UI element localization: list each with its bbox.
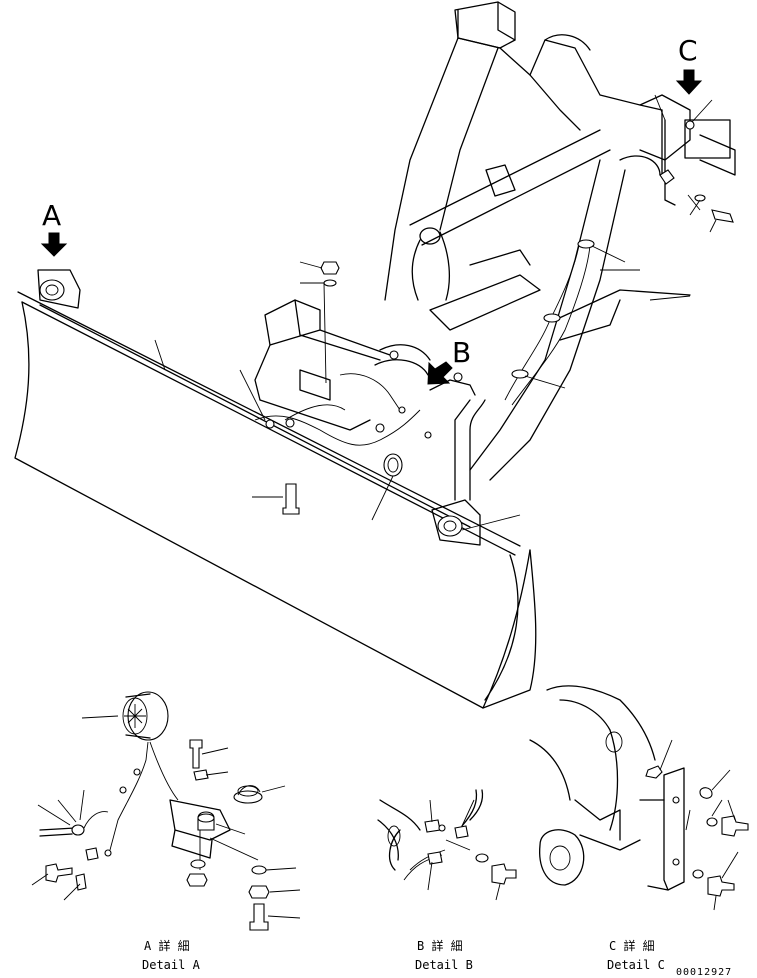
- marker-c-label: C: [678, 34, 698, 67]
- detail-a-caption-jp: A 詳 細: [144, 938, 190, 953]
- washer-icon: [323, 279, 337, 287]
- bolt-icon: [249, 903, 269, 931]
- machine-frame: [384, 1, 736, 481]
- detail-c-caption-en: Detail C: [607, 958, 665, 972]
- marker-a: A: [40, 199, 68, 257]
- washer-icon: [706, 817, 718, 827]
- detail-a: [31, 691, 301, 931]
- marker-b-label: B: [452, 336, 471, 369]
- washer-icon: [475, 853, 489, 863]
- bolt-icon: [45, 863, 73, 883]
- detail-b-caption-jp: B 詳 細: [417, 938, 463, 953]
- marker-a-label: A: [42, 199, 61, 232]
- captions: A 詳 細 Detail A B 詳 細 Detail B C 詳 細 Deta…: [142, 938, 732, 978]
- bolt-icon: [282, 483, 300, 515]
- nut-icon: [645, 765, 663, 779]
- detail-b: [377, 789, 517, 901]
- detail-c: [529, 685, 749, 911]
- washer-icon: [251, 865, 267, 875]
- marker-c: C: [675, 34, 703, 95]
- detail-b-caption-en: Detail B: [415, 958, 473, 972]
- arrow-down-icon: [675, 69, 703, 95]
- blade: [14, 269, 537, 709]
- bolt-icon: [491, 863, 517, 885]
- detail-c-caption-jp: C 詳 細: [609, 938, 655, 953]
- nut-icon: [248, 885, 270, 899]
- leader-lines-main: [154, 94, 713, 531]
- nut-icon: [186, 873, 208, 887]
- main-c-fasteners: [659, 169, 734, 233]
- bolt-icon: [189, 739, 203, 769]
- document-number: 00012927: [676, 967, 732, 978]
- marker-b: B: [427, 336, 471, 385]
- arrow-down-icon: [40, 232, 68, 257]
- lamp-icon: [122, 691, 169, 741]
- bolt-icon: [707, 875, 735, 897]
- nut-icon: [320, 261, 340, 275]
- arrow-diagonal-icon: [427, 361, 453, 385]
- detail-a-caption-en: Detail A: [142, 958, 201, 972]
